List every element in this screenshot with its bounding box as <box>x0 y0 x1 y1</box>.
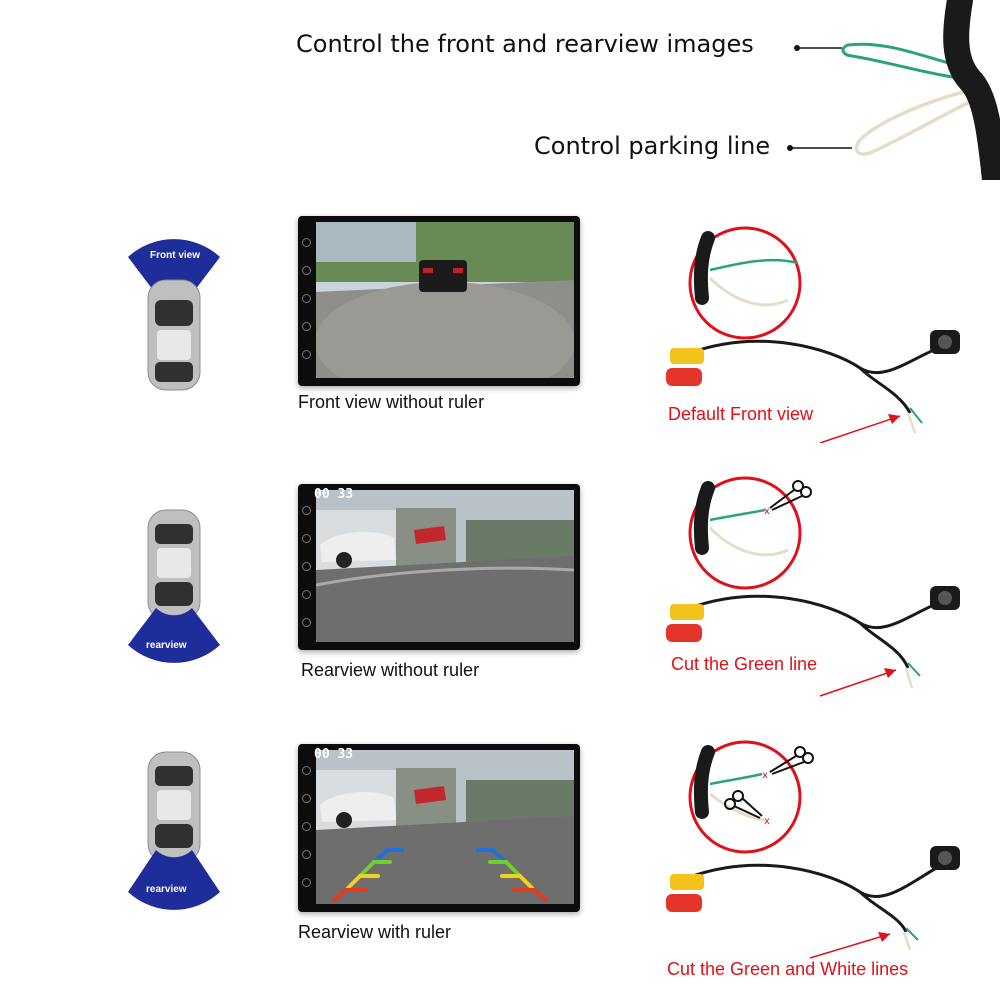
scissors-icon <box>769 746 814 775</box>
camera-view-rear <box>316 490 574 642</box>
white-wire <box>854 86 986 156</box>
caption-default-front-view: Default Front view <box>668 404 814 424</box>
camera-wire-illustration <box>787 0 1000 180</box>
pointer-arrow <box>809 933 891 959</box>
caption-rearview-with-ruler: Rearview with ruler <box>298 922 452 942</box>
zoom-circle <box>688 226 802 340</box>
label-control-parking-line: Control parking line <box>534 132 771 160</box>
scissors-icon <box>724 790 763 819</box>
svg-text:x: x <box>764 816 770 827</box>
black-cable <box>943 0 1000 180</box>
green-wire <box>841 42 981 82</box>
car-front-view-icon <box>128 239 220 391</box>
caption-cut-green: Cut the Green line <box>671 654 818 674</box>
pointer-arrow <box>819 415 901 443</box>
caption-rearview-no-ruler: Rearview without ruler <box>301 660 480 680</box>
rearview-badge-shape <box>128 850 220 910</box>
badge-rearview-label-2: rearview <box>146 884 187 895</box>
parking-guide-lines <box>332 848 548 902</box>
wiring-diagram-default <box>666 226 960 443</box>
wiring-diagram-cut-green: x <box>666 476 960 697</box>
svg-text:x: x <box>764 506 770 517</box>
rearview-badge-shape <box>128 608 220 663</box>
screen-side-buttons <box>298 216 314 386</box>
car-rearview-icon <box>128 509 220 663</box>
car-rearview-icon <box>128 751 220 910</box>
caption-cut-green-white: Cut the Green and White lines <box>667 959 909 979</box>
head-unit-screen-rear: 00 33 <box>298 484 580 650</box>
scissors-icon <box>769 480 812 511</box>
svg-text:x: x <box>762 770 768 781</box>
badge-rearview-label-1: rearview <box>146 640 187 651</box>
pointer-arrow <box>819 669 897 697</box>
front-view-badge-shape <box>128 239 220 294</box>
badge-front-view-label: Front view <box>150 250 201 261</box>
wiring-diagram-cut-both: x x <box>666 740 960 959</box>
head-unit-screen-rear-ruler: 00 33 <box>298 744 580 912</box>
camera-view-front <box>316 222 574 378</box>
label-control-front-rear: Control the front and rearview images <box>296 30 754 58</box>
head-unit-screen-front <box>298 216 580 386</box>
caption-front-view: Front view without ruler <box>298 392 485 412</box>
camera-view-rear-ruler <box>316 750 574 904</box>
screen-side-buttons <box>298 484 314 650</box>
screen-clock-2: 00 33 <box>314 747 354 762</box>
screen-side-buttons <box>298 744 314 912</box>
screen-clock-1: 00 33 <box>314 487 354 502</box>
